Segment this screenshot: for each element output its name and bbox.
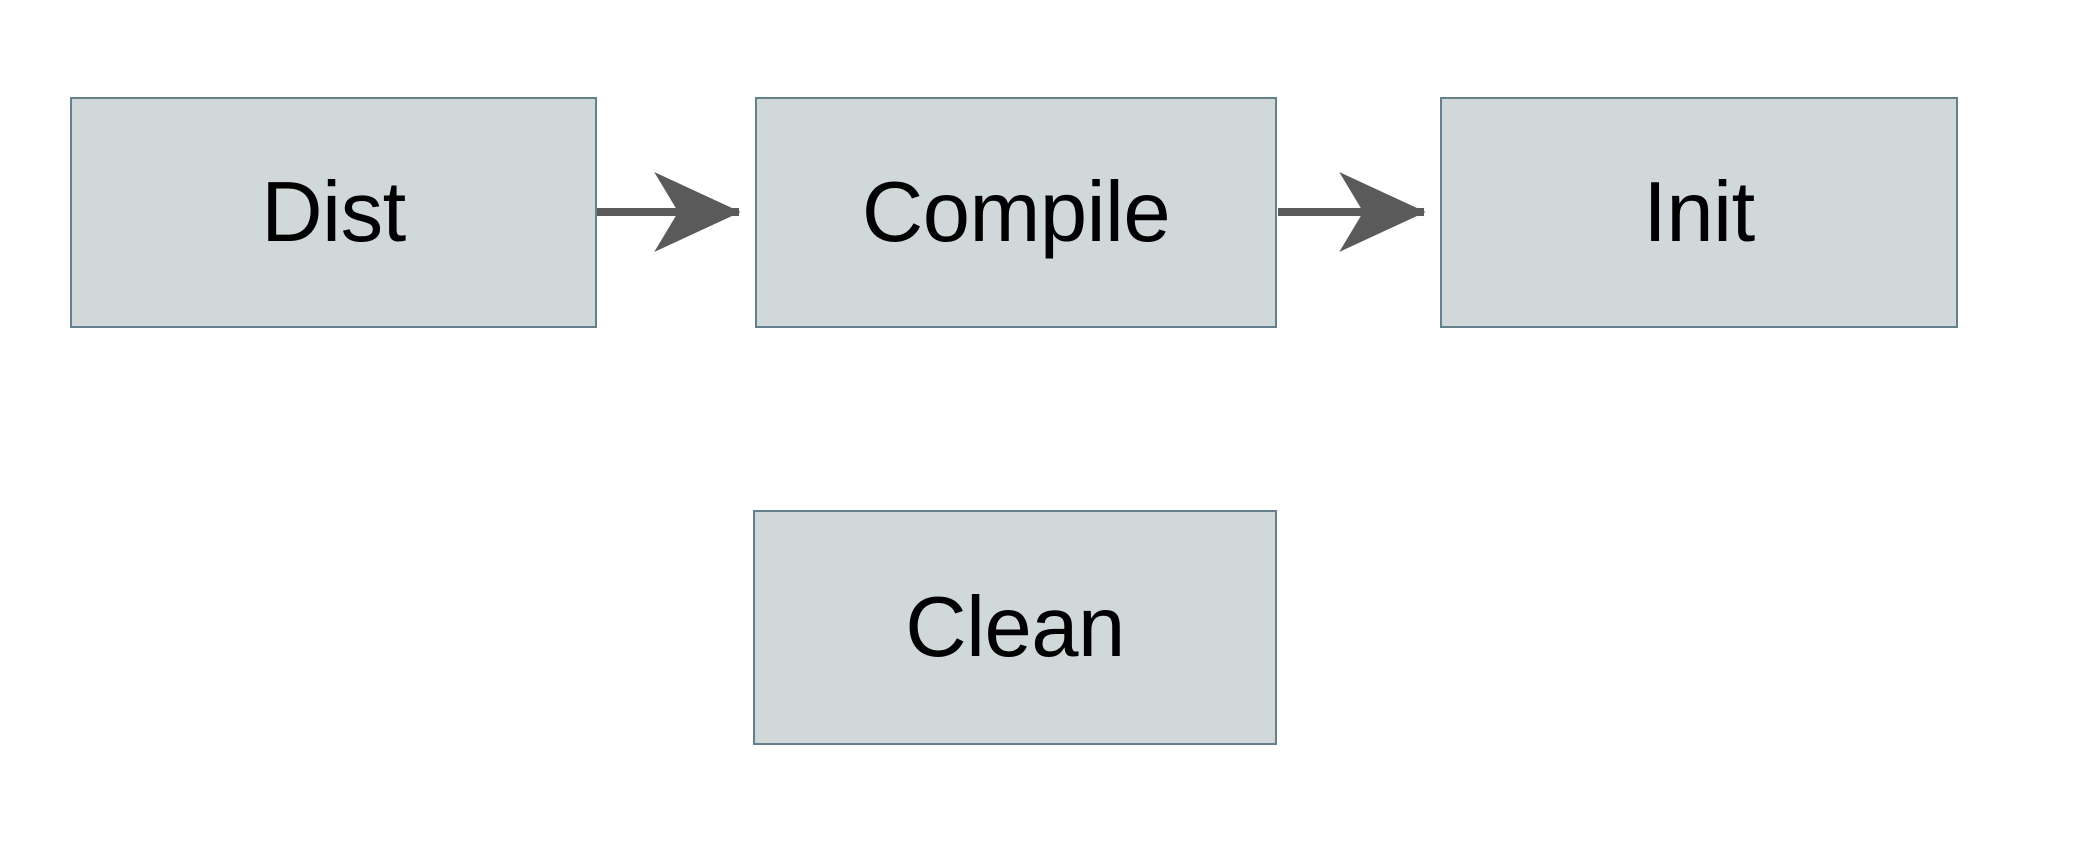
node-compile-label: Compile	[861, 165, 1171, 260]
node-init[interactable]: Init	[1440, 97, 1958, 328]
node-dist-label: Dist	[261, 165, 406, 260]
node-init-label: Init	[1643, 165, 1755, 260]
node-clean-label: Clean	[905, 580, 1125, 675]
node-dist[interactable]: Dist	[70, 97, 597, 328]
node-clean[interactable]: Clean	[753, 510, 1277, 745]
node-compile[interactable]: Compile	[755, 97, 1277, 328]
